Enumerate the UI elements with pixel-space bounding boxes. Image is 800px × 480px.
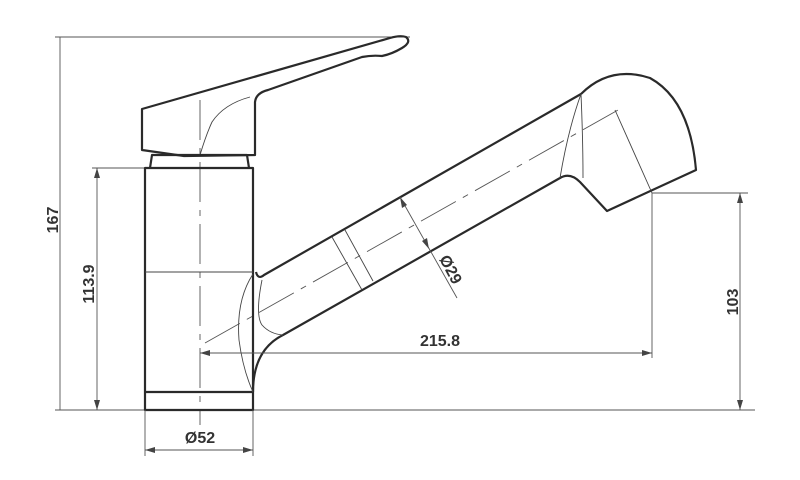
arrowhead [642, 350, 652, 356]
body-height-label: 113.9 [81, 264, 98, 303]
arrowhead [94, 400, 100, 410]
arrowhead [243, 447, 253, 453]
spout-base-curve [238, 273, 254, 393]
handle-contour-line [199, 96, 251, 156]
spout-ring-line [331, 236, 363, 291]
spout-centerline [204, 109, 619, 344]
outlet-height-label: 103 [725, 289, 742, 316]
head-joint-line [559, 93, 582, 179]
spout-diameter-label: Ø29 [435, 253, 464, 288]
spout-base-inner-curve [258, 279, 284, 336]
spout-lower-edge-and-head [251, 72, 698, 393]
spout-ring-line [344, 229, 374, 282]
spout-upper-edge [254, 93, 582, 279]
lever-handle [140, 35, 410, 158]
head-joint-line [580, 93, 584, 179]
total-height-label: 167 [45, 207, 62, 234]
outlet-face-line [614, 109, 653, 194]
arrowhead [422, 238, 429, 249]
spout-reach-label: 215.8 [420, 333, 460, 350]
arrowhead [737, 193, 743, 203]
arrowhead [400, 197, 407, 208]
collar [148, 153, 251, 169]
arrowhead [737, 400, 743, 410]
arrowhead [94, 168, 100, 178]
faucet-body [143, 166, 255, 412]
arrowhead [145, 447, 155, 453]
arrowhead [200, 350, 210, 356]
base-diameter-label: Ø52 [185, 430, 215, 447]
